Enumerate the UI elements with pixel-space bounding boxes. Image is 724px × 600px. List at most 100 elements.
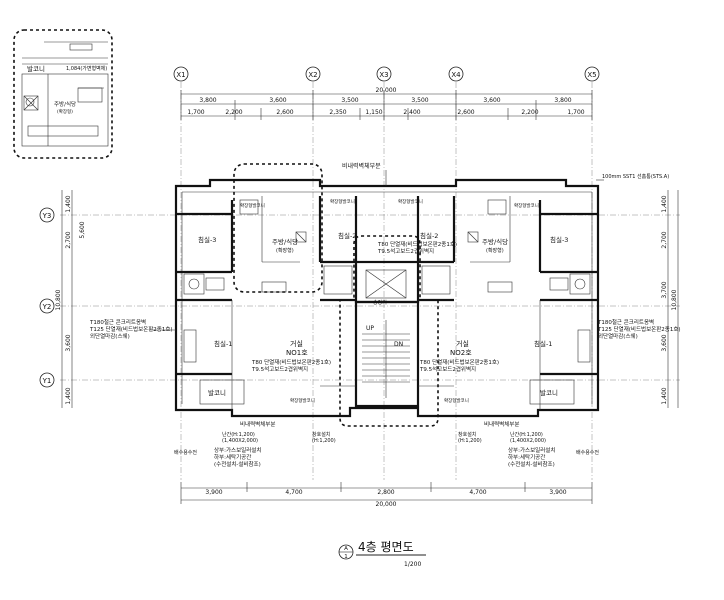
- dim-right-2: 3,700: [661, 281, 668, 298]
- svg-text:X2: X2: [308, 71, 317, 79]
- room-living-right: 거실: [456, 339, 469, 348]
- drawing-title: 4층 평면도: [358, 540, 414, 554]
- room-balcony-right: 발코니: [540, 388, 558, 397]
- grid-bubble-x1: X1: [173, 66, 189, 82]
- dim-left-3: 3,600: [65, 334, 72, 351]
- grid-system: X1 X2 X3 X4 X5 Y3 Y2 Y1: [39, 66, 680, 480]
- room-living-left: 거실: [290, 339, 303, 348]
- annotations: 비내력벽체부분 100mm SST1 선홈통(STS.A) T180철근 콘크리…: [89, 162, 681, 468]
- grid-bubble-y3: Y3: [39, 207, 55, 223]
- building-walls: [174, 178, 600, 418]
- inset-kitchen-sub: (확장형): [57, 108, 73, 115]
- note-left-wall-1: T125 단열재(비드법보온판2종1호): [89, 325, 173, 333]
- dim-top-r2-6: 2,600: [457, 109, 474, 116]
- svg-text:상부:가스보일러설치: 상부:가스보일러설치: [508, 446, 555, 454]
- dim-top-r1-1: 3,600: [269, 97, 286, 104]
- title-block: A 1 4층 평면도 1/200: [338, 540, 426, 568]
- grid-bubble-x4: X4: [448, 66, 464, 82]
- dim-right-4: 1,400: [661, 387, 668, 404]
- room-balcony-left: 발코니: [208, 388, 226, 397]
- room-bed1-left: 침실-1: [214, 339, 232, 348]
- dim-top-r1-3: 3,500: [411, 97, 428, 104]
- dim-bottom-4: 3,900: [549, 489, 566, 496]
- svg-text:(수전설치-설비참조): (수전설치-설비참조): [508, 460, 555, 468]
- note-top-center: 비내력벽체부분: [342, 162, 381, 170]
- room-kitchen-right-sub: (확장형): [486, 247, 504, 254]
- room-bed2-right: 침실-2: [420, 231, 438, 240]
- dim-left-4: 1,400: [65, 387, 72, 404]
- note-bottom-center-left: 비내력벽체부분: [240, 420, 275, 428]
- room-labels: 주방/식당 (확장형) 주방/식당 (확장형) 침실-3 침실-3 침실-2 침…: [198, 231, 568, 397]
- note-right-wall-1: T125 단열재(비드법보온판2종1호): [597, 325, 681, 333]
- room-kitchen-left: 주방/식당: [272, 237, 298, 246]
- dim-left-1: 2,700: [65, 231, 72, 248]
- dim-left-2: 5,600: [79, 221, 86, 238]
- note-small-1: 확장형발코니: [240, 202, 265, 209]
- room-bed3-right: 침실-3: [550, 235, 568, 244]
- svg-text:(1,400X2,000): (1,400X2,000): [510, 438, 546, 444]
- dim-bottom-3: 4,700: [469, 489, 486, 496]
- room-bed1-right: 침실-1: [534, 339, 552, 348]
- dim-left-0: 1,400: [65, 195, 72, 212]
- svg-text:(1,400X2,000): (1,400X2,000): [222, 438, 258, 444]
- dim-top-r2-2: 2,600: [276, 109, 293, 116]
- svg-text:(수전설치-설비참조): (수전설치-설비참조): [214, 460, 261, 468]
- dim-bottom-1: 4,700: [285, 489, 302, 496]
- section-tag-bottom: 1: [344, 554, 348, 560]
- room-kitchen-left-sub: (확장형): [276, 247, 294, 254]
- note-small-4: 확장형발코니: [514, 202, 539, 209]
- dim-top-r2-3: 2,350: [329, 109, 346, 116]
- grid-bubble-x5: X5: [584, 66, 600, 82]
- inset-balcony-label: 발코니: [27, 64, 45, 73]
- callout-regions: [233, 163, 439, 427]
- section-tag-top: A: [344, 546, 348, 552]
- dim-top-r2-5: 2,400: [403, 109, 420, 116]
- side-dimensions: 10,800 1,400 2,700 5,600 3,600 1,400 10,…: [55, 190, 679, 408]
- dim-left-outer: 10,800: [55, 289, 62, 310]
- stair-dn-label: DN: [394, 341, 403, 348]
- note-small-3: 확장형발코니: [398, 198, 423, 205]
- note-drain-left: 배수용수전: [174, 449, 197, 456]
- inset-detail: 발코니 1,084(가변형벽체) 주방/식당 (확장형): [13, 29, 113, 159]
- dim-top-r2-1: 2,200: [225, 109, 242, 116]
- note-small-6: 확장형발코니: [290, 397, 315, 404]
- note-center-wall-b-0: T80 단열재(비드법보온판2종1호): [251, 358, 331, 366]
- svg-text:Y3: Y3: [42, 212, 52, 220]
- dim-bottom-2: 2,800: [377, 489, 394, 496]
- note-small-2: 확장형발코니: [330, 198, 355, 205]
- note-center-wall-a-1: T9.5석고보드2겹위벽지: [377, 247, 434, 255]
- dim-bottom-0: 3,900: [205, 489, 222, 496]
- dim-top-r1-2: 3,500: [341, 97, 358, 104]
- dim-top-r1-0: 3,800: [199, 97, 216, 104]
- unit-no2: NO2호: [450, 349, 472, 357]
- note-right-top: 100mm SST1 선홈통(STS.A): [602, 173, 669, 180]
- dim-top-r1-4: 3,600: [483, 97, 500, 104]
- note-right-wall-2: 외단열마감(스쉐): [598, 332, 638, 340]
- stair-up-label: UP: [366, 325, 374, 332]
- grid-bubble-x2: X2: [305, 66, 321, 82]
- note-rail-right: (H:1,200): [458, 438, 482, 444]
- note-bottom-left: 난간(H:1,200) (1,400X2,000) 상부:가스보일러설치 하부:…: [214, 431, 261, 468]
- room-kitchen-right: 주방/식당: [482, 237, 508, 246]
- note-bottom-right: 난간(H:1,200) (1,400X2,000) 상부:가스보일러설치 하부:…: [508, 431, 555, 468]
- svg-text:Y1: Y1: [42, 377, 52, 385]
- unit-no1: NO1호: [286, 349, 308, 357]
- dim-right-outer: 10,800: [671, 289, 678, 310]
- dim-top-r2-4: 1,150: [365, 109, 382, 116]
- dim-top-r1-5: 3,800: [554, 97, 571, 104]
- dim-top-total: 20,000: [376, 87, 397, 94]
- note-window-right: 창호설치: [458, 431, 476, 438]
- svg-text:X3: X3: [379, 71, 388, 79]
- svg-text:난간(H:1,200): 난간(H:1,200): [510, 431, 543, 438]
- room-bed2-left: 침실-2: [338, 231, 356, 240]
- room-bed3-left: 침실-3: [198, 235, 216, 244]
- drawing-scale: 1/200: [404, 561, 421, 568]
- dim-right-0: 1,400: [661, 195, 668, 212]
- grid-bubble-y1: Y1: [39, 372, 55, 388]
- note-left-wall-2: 외단열마감(스쉐): [90, 332, 130, 340]
- elevator-label: 승강기: [373, 299, 387, 306]
- inset-kitchen-label: 주방/식당: [54, 100, 76, 108]
- note-right-wall-0: T180철근 콘크리트옹벽: [597, 318, 654, 326]
- svg-text:Y2: Y2: [42, 303, 52, 311]
